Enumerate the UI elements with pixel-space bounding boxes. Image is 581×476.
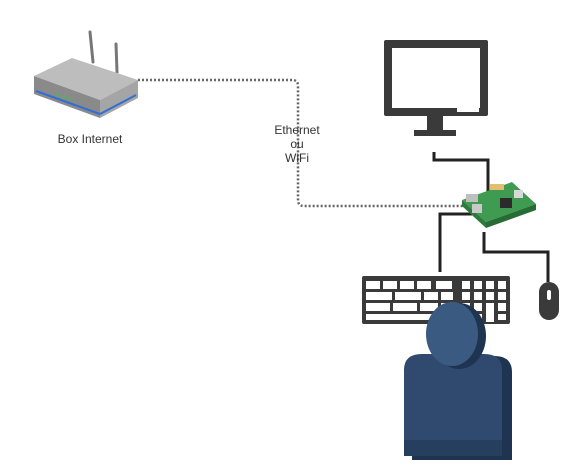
mouse-cable <box>482 232 550 282</box>
keyboard-cable <box>438 212 472 272</box>
raspberry-pi-board-icon <box>462 182 536 228</box>
cables <box>432 152 550 282</box>
link-label-line-1: Ethernet <box>274 123 320 137</box>
user-icon <box>404 302 512 460</box>
monitor-cable <box>432 152 490 196</box>
link-label-line-3: WiFi <box>285 151 309 165</box>
network-link-dotted <box>138 78 468 208</box>
mouse-icon <box>539 282 559 320</box>
link-label: Ethernet ou WiFi <box>262 123 332 165</box>
router-label: Box Internet <box>57 132 123 146</box>
router-icon <box>34 30 138 118</box>
monitor-icon <box>384 40 488 136</box>
link-label-line-2: ou <box>290 137 304 151</box>
